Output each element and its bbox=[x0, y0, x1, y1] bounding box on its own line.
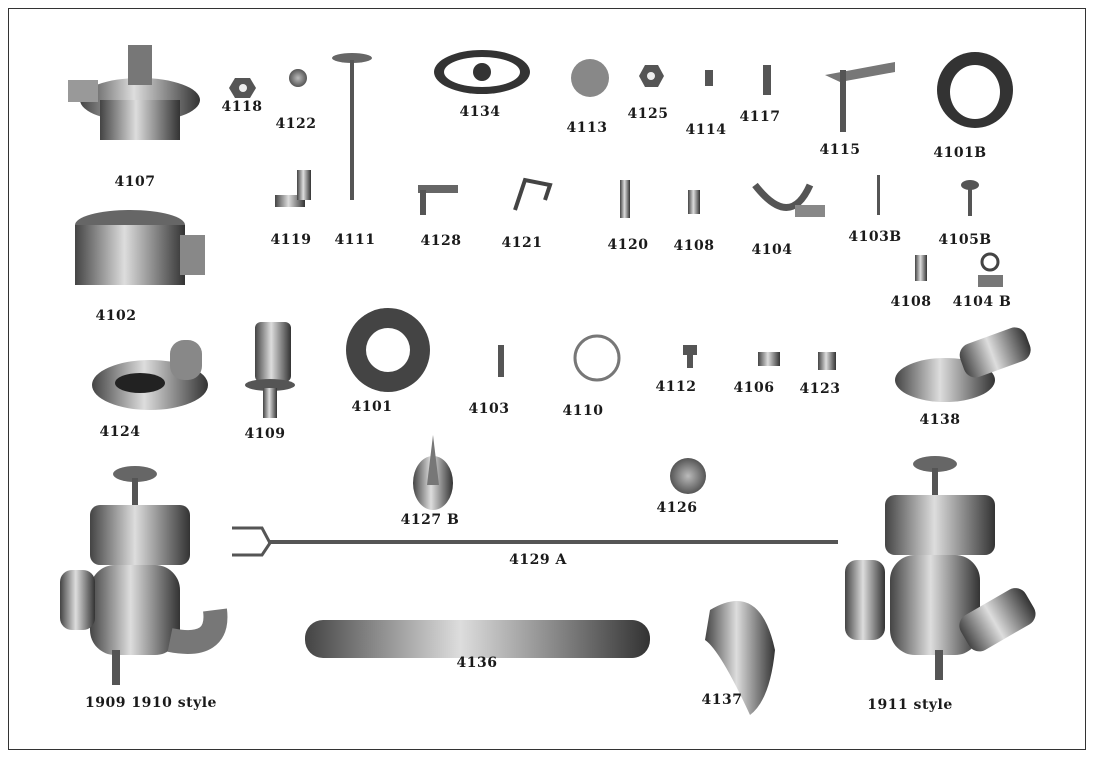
part-label: 4119 bbox=[270, 232, 312, 248]
part-label: 4102 bbox=[95, 308, 137, 324]
part-label: 4103B bbox=[848, 229, 902, 245]
part-4106 bbox=[758, 352, 780, 366]
part-label: 4108 bbox=[890, 294, 932, 310]
part-label: 4122 bbox=[275, 116, 317, 132]
part-4125 bbox=[639, 65, 664, 87]
part-4129A bbox=[232, 526, 838, 557]
part-label: 4117 bbox=[739, 109, 781, 125]
part-label: 4114 bbox=[685, 122, 727, 138]
part-4103 bbox=[498, 345, 504, 377]
style-label-1909-1910: 1909 1910 style bbox=[85, 695, 217, 711]
part-4119 bbox=[275, 170, 311, 207]
part-4104B bbox=[978, 252, 1003, 287]
part-label: 4136 bbox=[456, 655, 498, 671]
part-label: 4125 bbox=[627, 106, 669, 122]
part-4118 bbox=[229, 78, 256, 98]
part-label: 4120 bbox=[607, 237, 649, 253]
catalog-frame bbox=[8, 8, 1086, 750]
part-4137 bbox=[705, 601, 775, 715]
part-label: 4127 B bbox=[400, 512, 460, 528]
part-4127B bbox=[413, 435, 453, 510]
part-4122 bbox=[289, 69, 307, 87]
part-4101B bbox=[937, 52, 1013, 128]
part-label: 4103 bbox=[468, 401, 510, 417]
part-label: 4113 bbox=[566, 120, 608, 136]
part-label: 4115 bbox=[819, 142, 861, 158]
style-label-1911: 1911 style bbox=[867, 697, 953, 713]
part-label: 4110 bbox=[562, 403, 604, 419]
part-4124 bbox=[92, 340, 208, 410]
part-label: 4107 bbox=[114, 174, 156, 190]
part-4102 bbox=[75, 210, 205, 285]
part-4121 bbox=[513, 177, 553, 211]
part-label: 4106 bbox=[733, 380, 775, 396]
part-label: 4121 bbox=[501, 235, 543, 251]
part-4138 bbox=[895, 327, 1031, 402]
part-label: 4109 bbox=[244, 426, 286, 442]
part-4136 bbox=[305, 620, 650, 658]
part-label: 4129 A bbox=[509, 552, 567, 568]
part-4101 bbox=[346, 308, 430, 392]
part-label: 4126 bbox=[656, 500, 698, 516]
part-label: 4101 bbox=[351, 399, 393, 415]
part-4108a bbox=[688, 190, 700, 214]
part-4108b bbox=[915, 255, 927, 281]
part-label: 4124 bbox=[99, 424, 141, 440]
part-label: 4128 bbox=[420, 233, 462, 249]
part-4104 bbox=[752, 182, 825, 217]
part-4134 bbox=[434, 50, 530, 94]
part-4107 bbox=[68, 45, 200, 140]
part-4105B bbox=[961, 180, 979, 216]
part-4117 bbox=[763, 65, 771, 95]
part-4111 bbox=[332, 53, 372, 200]
part-label: 4104 bbox=[751, 242, 793, 258]
part-label: 4108 bbox=[673, 238, 715, 254]
part-label: 4112 bbox=[655, 379, 697, 395]
part-label: 4138 bbox=[919, 412, 961, 428]
part-4120 bbox=[620, 180, 630, 218]
part-4126 bbox=[670, 458, 706, 494]
part-4103B bbox=[877, 175, 880, 215]
part-4128 bbox=[418, 185, 458, 215]
part-label: 4105B bbox=[938, 232, 992, 248]
part-4115 bbox=[825, 62, 895, 132]
part-4109 bbox=[245, 322, 295, 418]
part-label: 4137 bbox=[701, 692, 743, 708]
part-4114 bbox=[705, 70, 713, 86]
part-4112 bbox=[683, 345, 697, 368]
part-label: 4101B bbox=[933, 145, 987, 161]
carburetor-1909-1910 bbox=[60, 466, 228, 685]
carburetor-1911 bbox=[845, 456, 1036, 680]
part-4123 bbox=[818, 352, 836, 370]
part-label: 4118 bbox=[221, 99, 263, 115]
part-label: 4104 B bbox=[952, 294, 1012, 310]
part-4110 bbox=[573, 334, 621, 382]
part-4113 bbox=[571, 59, 609, 97]
part-label: 4111 bbox=[334, 232, 376, 248]
part-label: 4134 bbox=[459, 104, 501, 120]
part-label: 4123 bbox=[799, 381, 841, 397]
